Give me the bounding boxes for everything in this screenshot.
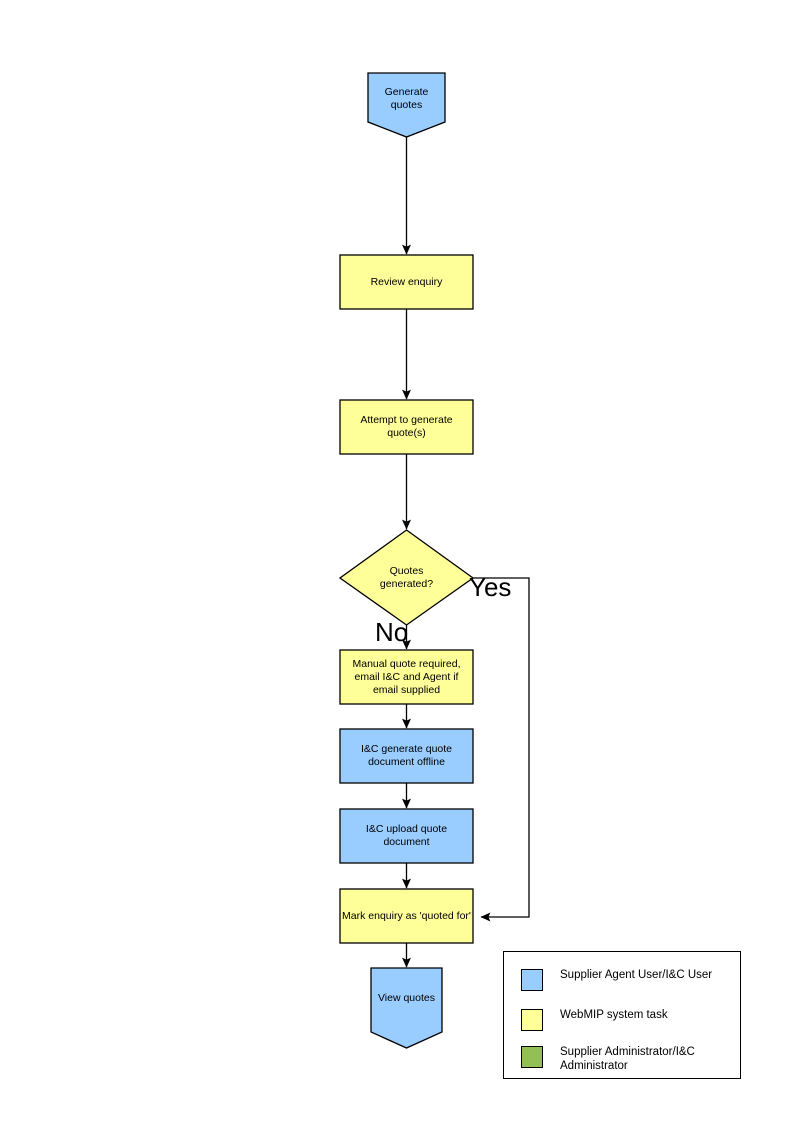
node-attempt-generate-quotes[interactable] — [339, 399, 474, 455]
node-manual-quote-required[interactable] — [339, 649, 474, 705]
branch-label-no: No — [375, 617, 409, 647]
connector-decision-yes-to-mark-enquiry — [473, 577, 530, 922]
legend-swatch-yellow — [521, 1009, 543, 1031]
legend-swatch-blue — [521, 969, 543, 991]
legend-item-user-task: Supplier Agent User/I&C User — [521, 968, 712, 991]
legend: Supplier Agent User/I&C User WebMIP syst… — [503, 951, 741, 1079]
legend-label-admin-task: Supplier Administrator/I&C Administrator — [560, 1046, 695, 1072]
legend-item-admin-task: Supplier Administrator/I&C Administrator — [521, 1045, 695, 1073]
legend-item-system-task: WebMIP system task — [521, 1008, 668, 1031]
node-ic-generate-quote-offline[interactable] — [339, 728, 474, 784]
branch-label-yes: Yes — [469, 572, 512, 602]
node-mark-enquiry-quoted-for[interactable] — [339, 888, 474, 944]
legend-label-user-task: Supplier Agent User/I&C User — [560, 969, 713, 981]
node-view-quotes[interactable] — [370, 967, 443, 1049]
node-ic-upload-quote-document[interactable] — [339, 808, 474, 864]
node-quotes-generated-decision[interactable] — [338, 529, 475, 626]
legend-swatch-green — [521, 1046, 543, 1068]
legend-label-system-task: WebMIP system task — [560, 1009, 668, 1021]
node-review-enquiry[interactable] — [339, 254, 474, 310]
node-generate-quotes[interactable] — [367, 72, 446, 138]
